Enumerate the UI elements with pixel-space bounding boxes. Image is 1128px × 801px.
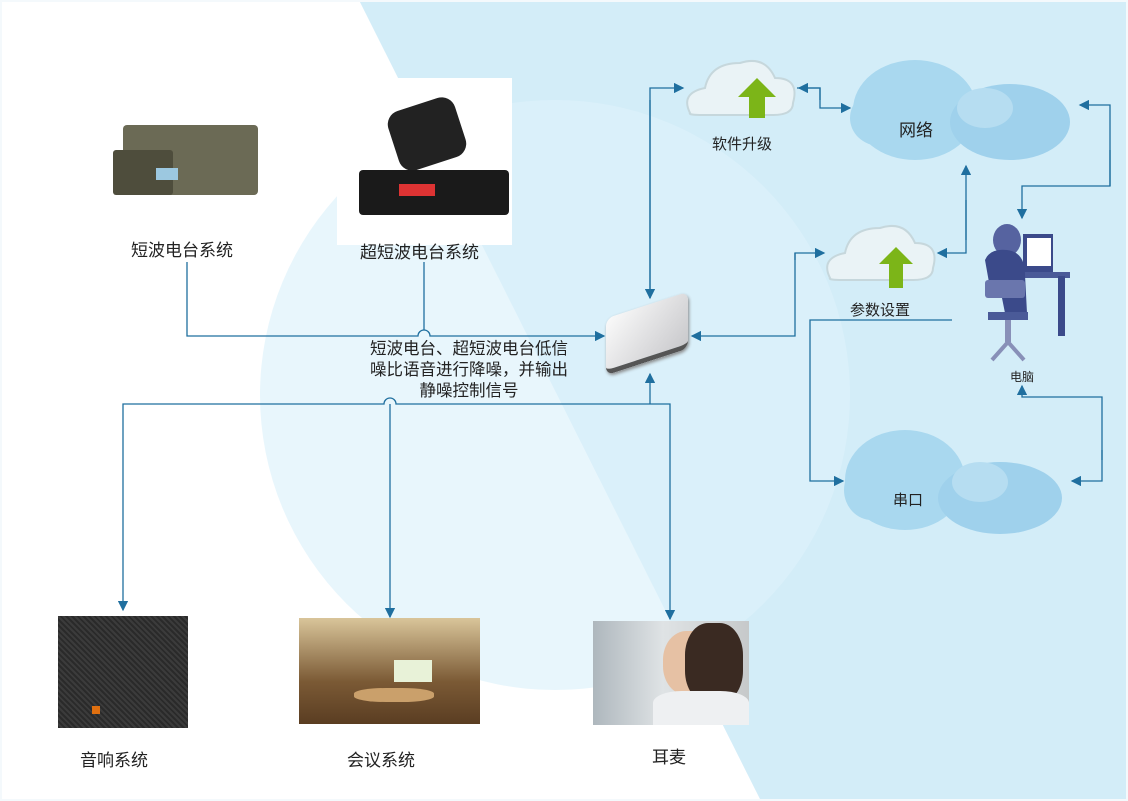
param-serial-link — [809, 319, 952, 487]
speaker-image — [52, 611, 194, 733]
shortwave-radio-image — [101, 80, 271, 243]
speaker-label: 音响系统 — [80, 751, 148, 771]
param-settings-label: 参数设置 — [850, 301, 911, 319]
network-computer-link — [1078, 99, 1111, 186]
headset-link — [650, 403, 676, 621]
upgrade-cloud — [686, 59, 796, 116]
param-device-link — [690, 253, 796, 342]
serial-cloud — [844, 430, 1062, 534]
param-cloud — [826, 224, 936, 281]
caption-line: 短波电台、超短波电台低信 — [370, 339, 568, 358]
headset-image — [593, 621, 749, 725]
param-arrow-icon — [879, 247, 913, 288]
conference-room-image — [299, 618, 480, 724]
network-cloud — [850, 60, 1070, 160]
shortwave-label: 短波电台系统 — [131, 241, 233, 261]
upgrade-link — [649, 82, 685, 298]
computer-label: 电脑 — [1010, 370, 1035, 384]
upgrade-network-link — [797, 87, 852, 114]
param-network-link — [936, 200, 967, 259]
network-label: 网络 — [899, 121, 933, 141]
headset-label: 耳麦 — [652, 748, 686, 768]
ultrashort-label: 超短波电台系统 — [360, 243, 479, 263]
device-caption: 短波电台、超短波电台低信 噪比语音进行降噪，并输出 静噪控制信号 — [352, 338, 586, 401]
conference-label: 会议系统 — [347, 751, 415, 771]
caption-line: 静噪控制信号 — [419, 381, 519, 400]
ultrashort-radio-image — [337, 78, 512, 245]
serial-label: 串口 — [893, 491, 924, 509]
speaker-link — [117, 397, 650, 612]
upgrade-arrow-icon — [738, 78, 776, 118]
shortwave-link — [186, 262, 606, 342]
caption-line: 噪比语音进行降噪，并输出 — [370, 360, 568, 379]
software-upgrade-label: 软件升级 — [712, 135, 773, 153]
serial-computer-link — [1070, 450, 1103, 487]
